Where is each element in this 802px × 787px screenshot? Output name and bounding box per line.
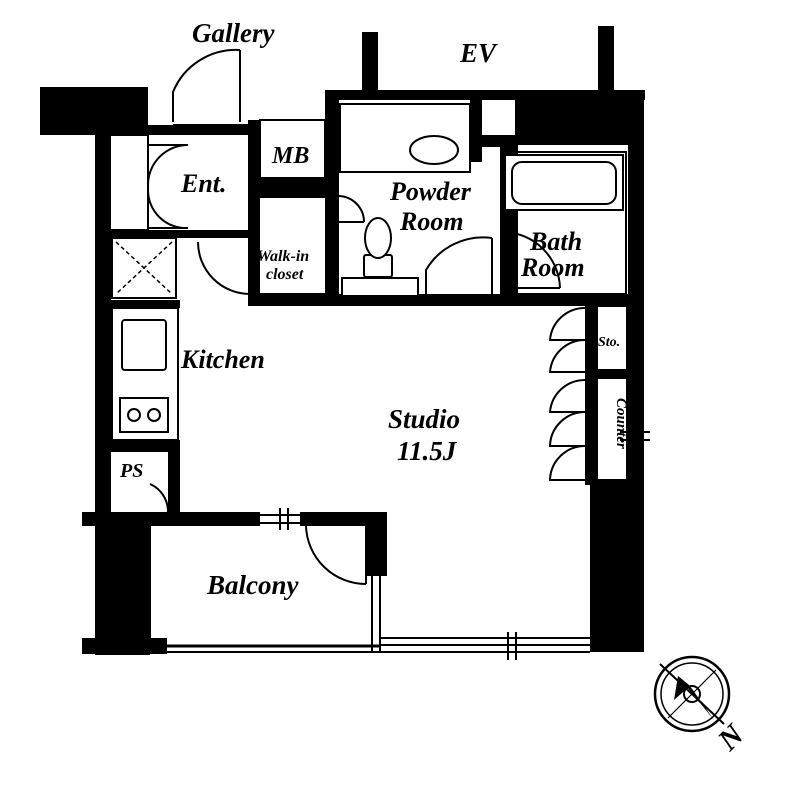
- walls: [40, 26, 645, 655]
- label-gallery: Gallery: [192, 18, 275, 48]
- label-mb: MB: [271, 143, 309, 169]
- label-studio: Studio: [388, 404, 460, 434]
- sink-icon: [409, 135, 459, 165]
- label-counter: Counter: [613, 398, 629, 449]
- doors: [146, 48, 586, 585]
- north-arrow-icon: [653, 655, 731, 733]
- label-storage: Sto.: [598, 335, 620, 350]
- label-kitchen: Kitchen: [180, 345, 265, 374]
- label-balcony: Balcony: [206, 570, 300, 600]
- fixtures: [119, 135, 624, 433]
- label-studio-size: 11.5J: [397, 436, 458, 466]
- label-walkin-1: Walk-in: [257, 248, 309, 265]
- outlines: [109, 103, 650, 660]
- label-walkin-2: closet: [266, 266, 304, 283]
- room-labels: Gallery EV MB Ent. Powder Room Bath Room…: [119, 18, 629, 600]
- label-ev: EV: [459, 38, 498, 68]
- label-bath-room-2: Room: [520, 253, 585, 282]
- label-powder-room-2: Room: [399, 207, 464, 236]
- kitchen-sink-icon: [121, 319, 167, 371]
- label-bath-room-1: Bath: [529, 227, 582, 256]
- stove-icon: [119, 397, 169, 433]
- label-powder-room-1: Powder: [389, 177, 472, 206]
- compass-north-label: N: [711, 717, 751, 757]
- label-entrance: Ent.: [180, 169, 227, 198]
- label-ps: PS: [119, 460, 143, 482]
- bathtub-icon: [504, 154, 624, 211]
- toilet-icon: [341, 217, 419, 297]
